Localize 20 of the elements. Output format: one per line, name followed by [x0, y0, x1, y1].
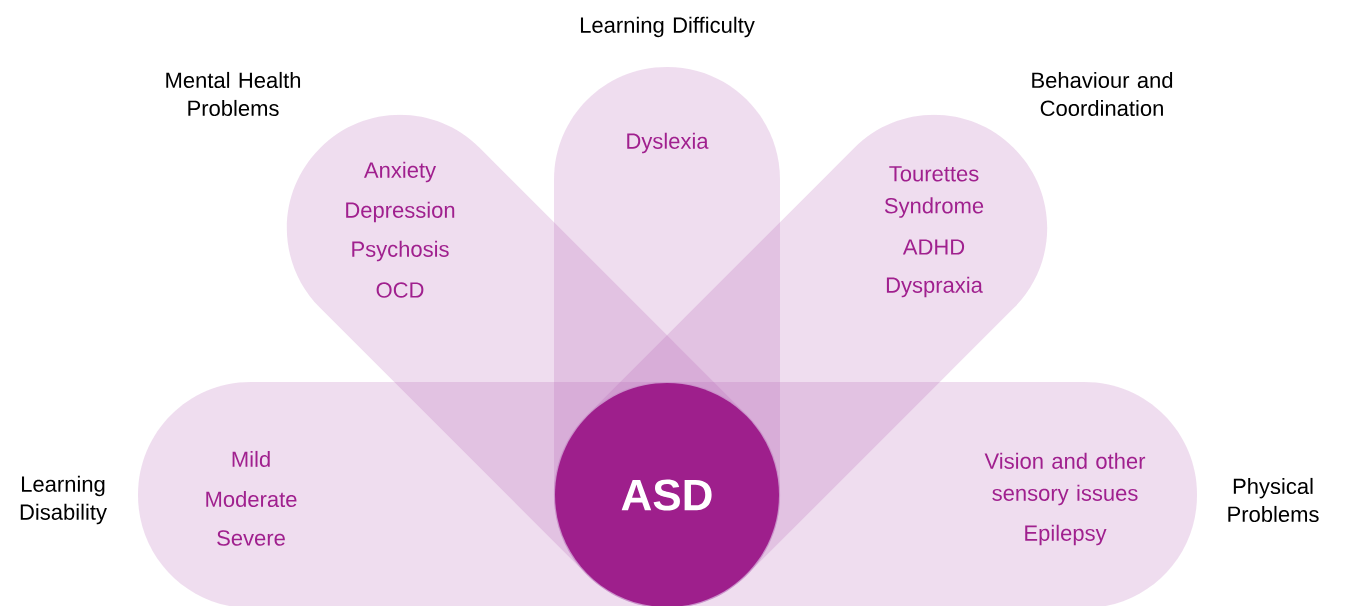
condition-label: OCD [376, 282, 424, 298]
node-text: Mental Health Problems Anxiety Depression Psychosis OCD [166, 71, 455, 298]
condition-label: Moderate [206, 490, 297, 508]
condition-label: Vision and other sensory issues [984, 452, 1146, 506]
category-heading: Physical Problems [1228, 477, 1319, 523]
condition-label: Epilepsy [1025, 524, 1107, 546]
node-text: Behaviour and Coordination Tourettes Syndrome ADHD Dyspraxia [884, 71, 1173, 298]
condition-label: Dyslexia [627, 132, 709, 154]
condition-label: Tourettes Syndrome [884, 166, 984, 218]
category-heading: Learning Disability [20, 475, 107, 525]
condition-label: Psychosis [352, 240, 449, 262]
condition-label: ADHD [902, 239, 965, 255]
category-heading: Mental Health Problems [166, 71, 301, 117]
condition-label: Depression [346, 201, 455, 223]
condition-label: Dyspraxia [886, 276, 983, 298]
condition-label: Severe [217, 530, 285, 546]
condition-label: Anxiety [364, 161, 437, 183]
category-heading: Learning Difficulty [580, 16, 755, 38]
category-heading: Behaviour and Coordination [1032, 71, 1173, 117]
condition-label: Mild [232, 450, 270, 468]
